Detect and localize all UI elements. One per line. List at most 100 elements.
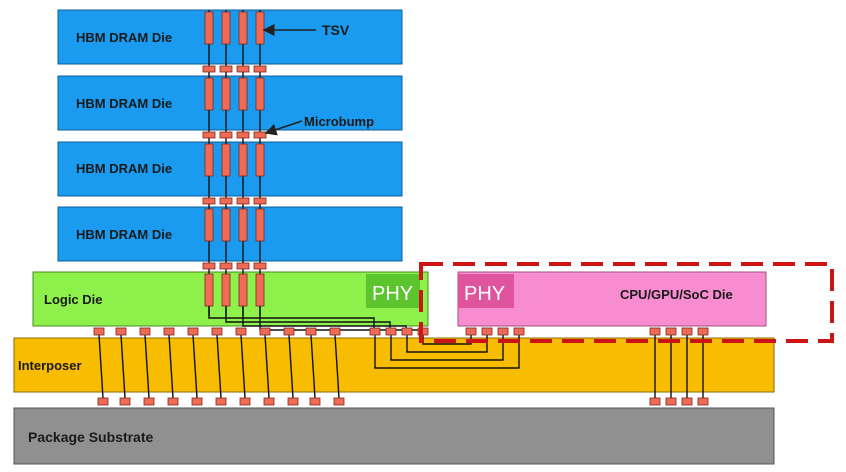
soc-die-bump <box>697 327 709 336</box>
logic-die-bump <box>211 327 223 336</box>
tsv <box>204 11 214 45</box>
microbump <box>219 65 233 73</box>
logic-die-bump <box>163 327 175 336</box>
tsv <box>204 143 214 177</box>
substrate-bump <box>143 397 155 406</box>
soc-phy-bump <box>465 327 477 336</box>
phy-to-phy-link <box>374 335 520 369</box>
interposer-via <box>334 334 340 399</box>
substrate-bump <box>97 397 109 406</box>
package-substrate <box>13 407 775 465</box>
microbump <box>253 197 267 205</box>
dram-die-1-label: HBM DRAM Die <box>76 30 172 45</box>
interposer-via <box>310 334 316 399</box>
tsv <box>204 208 214 242</box>
microbump <box>253 65 267 73</box>
dram-die-3-label: HBM DRAM Die <box>76 161 172 176</box>
microbump <box>219 131 233 139</box>
substrate-bump <box>191 397 203 406</box>
microbump <box>236 262 250 270</box>
tsv <box>221 11 231 45</box>
logic-die-bump <box>305 327 317 336</box>
interposer-via <box>144 334 150 399</box>
tsv <box>238 208 248 242</box>
interposer-via <box>216 334 222 399</box>
tsv <box>221 208 231 242</box>
microbump-label: Microbump <box>304 114 374 129</box>
tsv <box>255 143 265 177</box>
logic-die-bump <box>187 327 199 336</box>
logic-die-bump <box>139 327 151 336</box>
soc-phy-bump <box>497 327 509 336</box>
soc-phy-bump <box>481 327 493 336</box>
interposer-via <box>120 334 126 399</box>
logic-phy-bump <box>385 327 397 336</box>
microbump <box>236 65 250 73</box>
interposer-label: Interposer <box>18 358 82 373</box>
microbump <box>219 262 233 270</box>
tsv-and-bumps <box>93 11 709 406</box>
substrate-bump <box>119 397 131 406</box>
logic-die-bump <box>115 327 127 336</box>
logic-phy-bump <box>369 327 381 336</box>
microbump <box>202 65 216 73</box>
dram-die-2-label: HBM DRAM Die <box>76 96 172 111</box>
microbump <box>202 262 216 270</box>
package-substrate-label: Package Substrate <box>28 429 153 445</box>
phy-to-phy-link <box>406 335 488 353</box>
logic-die-label: Logic Die <box>44 292 103 307</box>
tsv <box>255 273 265 307</box>
soc-die-bump <box>649 327 661 336</box>
phy-link-highlight <box>419 262 834 343</box>
tsv <box>221 77 231 111</box>
tsv <box>221 273 231 307</box>
tsv <box>238 77 248 111</box>
dram-die-4-label: HBM DRAM Die <box>76 227 172 242</box>
logic-phy-route <box>208 306 375 330</box>
tsv <box>238 11 248 45</box>
tsv <box>255 208 265 242</box>
microbump <box>236 197 250 205</box>
interposer-via <box>192 334 198 399</box>
interposer-via <box>288 334 294 399</box>
interposer-via <box>240 334 246 399</box>
logic-die-bump <box>93 327 105 336</box>
logic-die-bump <box>283 327 295 336</box>
microbump <box>202 197 216 205</box>
substrate-bump <box>665 397 677 406</box>
logic-die-bump <box>235 327 247 336</box>
substrate-bump <box>287 397 299 406</box>
logic-die-bump <box>329 327 341 336</box>
soc-die-bump <box>665 327 677 336</box>
substrate-bump <box>167 397 179 406</box>
substrate-bump <box>333 397 345 406</box>
phy-to-phy-link <box>390 335 504 361</box>
tsv <box>255 11 265 45</box>
logic-die-bump <box>259 327 271 336</box>
substrate-bump <box>215 397 227 406</box>
microbump <box>236 131 250 139</box>
substrate-bump <box>697 397 709 406</box>
tsv <box>255 77 265 111</box>
logic-phy-label: PHY <box>372 283 413 305</box>
logic-phy-bump <box>401 327 413 336</box>
microbump <box>202 131 216 139</box>
soc-phy-block <box>458 274 514 308</box>
microbump <box>219 197 233 205</box>
substrate-bump <box>239 397 251 406</box>
microbump-arrow <box>264 120 303 136</box>
tsv <box>221 143 231 177</box>
soc-die-bump <box>681 327 693 336</box>
logic-phy-block <box>366 274 420 308</box>
tsv-label: TSV <box>322 22 350 38</box>
substrate-bump <box>649 397 661 406</box>
microbump <box>253 131 267 139</box>
tsv <box>204 273 214 307</box>
logic-die <box>32 271 429 327</box>
tsv <box>238 143 248 177</box>
substrate-bump <box>309 397 321 406</box>
interposer <box>13 337 775 393</box>
soc-phy-bump <box>513 327 525 336</box>
